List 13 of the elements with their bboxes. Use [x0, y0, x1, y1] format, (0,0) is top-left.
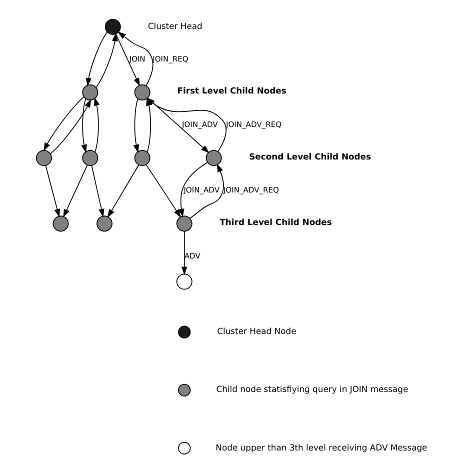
edge-label: JOIN	[128, 54, 145, 64]
edge-label: JOIN_ADV_REQ	[222, 186, 279, 195]
edge-label: JOIN_ADV	[183, 186, 220, 195]
label: Third Level Child Nodes	[219, 216, 332, 227]
label: Second Level Child Nodes	[248, 151, 371, 162]
legend-label: Node upper than 3th level receiving ADV Message	[215, 442, 427, 452]
edge-label: JOIN_ADV	[182, 120, 218, 130]
label: First Level Child Nodes	[176, 86, 286, 96]
legend-label: Cluster Head Node	[216, 326, 296, 336]
edge-label: JOIN_ADV_REQ	[225, 120, 282, 130]
edge-label: JOIN_REQ	[152, 54, 188, 64]
legend-label: Child node statisfiying query in JOIN message	[216, 384, 408, 394]
node-label: Cluster Head	[147, 20, 202, 31]
